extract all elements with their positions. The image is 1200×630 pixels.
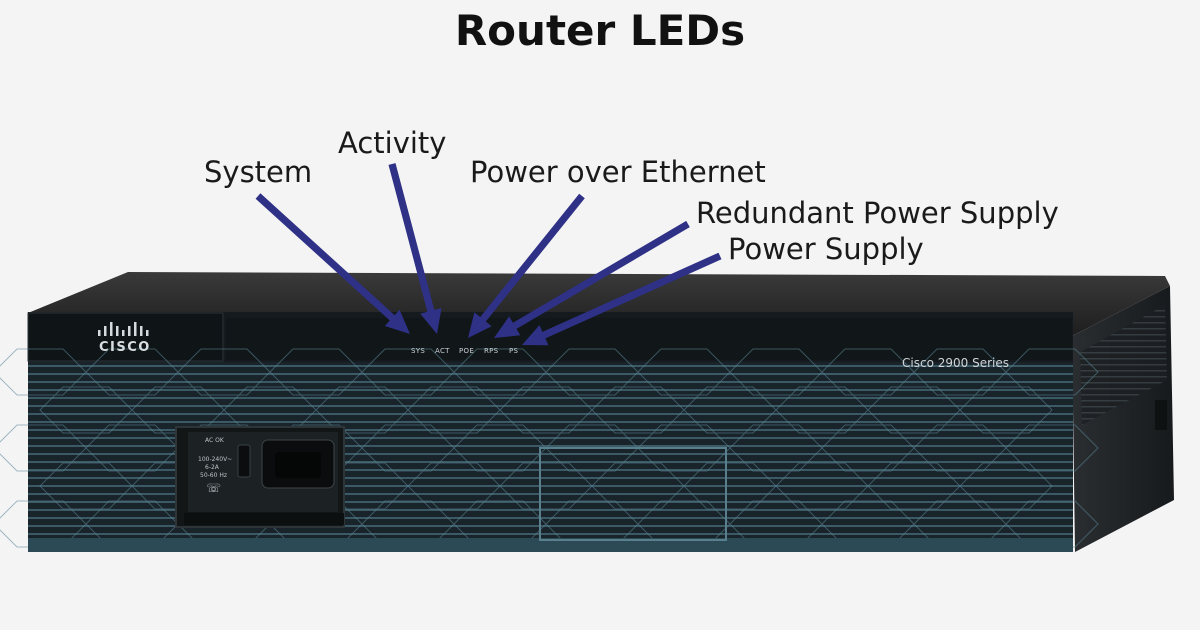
callout-rps: Redundant Power Supply: [696, 196, 1059, 230]
arrow-ps: [522, 252, 722, 346]
arrow-poe: [468, 193, 585, 338]
led-act: ACT: [435, 347, 450, 355]
psu-status-label: AC OK: [205, 437, 224, 444]
grille-hex: [959, 386, 1053, 434]
arrow-system: [255, 193, 410, 334]
grille-hex: [959, 462, 1053, 510]
arrows: [255, 163, 722, 346]
side-vents: [1080, 305, 1167, 425]
led-strip: [226, 318, 1072, 360]
led-ps: PS: [509, 347, 519, 355]
grille-hex: [1005, 424, 1099, 472]
power-inlet-socket: [275, 452, 321, 478]
side-port: [1155, 400, 1167, 430]
callout-system: System: [204, 155, 313, 189]
psu-rating-1: 100-240V~: [198, 456, 233, 463]
arrow-rps: [494, 220, 690, 338]
psu-rating-2: 6-2A: [205, 464, 219, 471]
led-rps: RPS: [484, 347, 499, 355]
page-title: Router LEDs: [454, 6, 746, 55]
cisco-logo-icon: [98, 322, 149, 336]
series-label: Cisco 2900 Series: [902, 356, 1009, 370]
callout-ps: Power Supply: [728, 232, 924, 266]
callout-activity: Activity: [338, 126, 447, 160]
brand-panel: [27, 312, 224, 362]
phone-icon: ☏: [206, 481, 222, 495]
psu-rating-3: 50-60 Hz: [200, 472, 228, 479]
brand-label: CISCO: [99, 340, 151, 355]
psu-bottom-bar: [184, 513, 344, 525]
led-poe: POE: [459, 347, 475, 355]
led-sys: SYS: [411, 347, 426, 355]
center-access-panel: [539, 447, 727, 541]
power-switch[interactable]: [237, 444, 251, 478]
arrow-activity: [388, 163, 442, 334]
callout-poe: Power over Ethernet: [470, 155, 766, 189]
grille-hex: [1005, 348, 1099, 396]
bottom-trim: [28, 538, 1073, 552]
